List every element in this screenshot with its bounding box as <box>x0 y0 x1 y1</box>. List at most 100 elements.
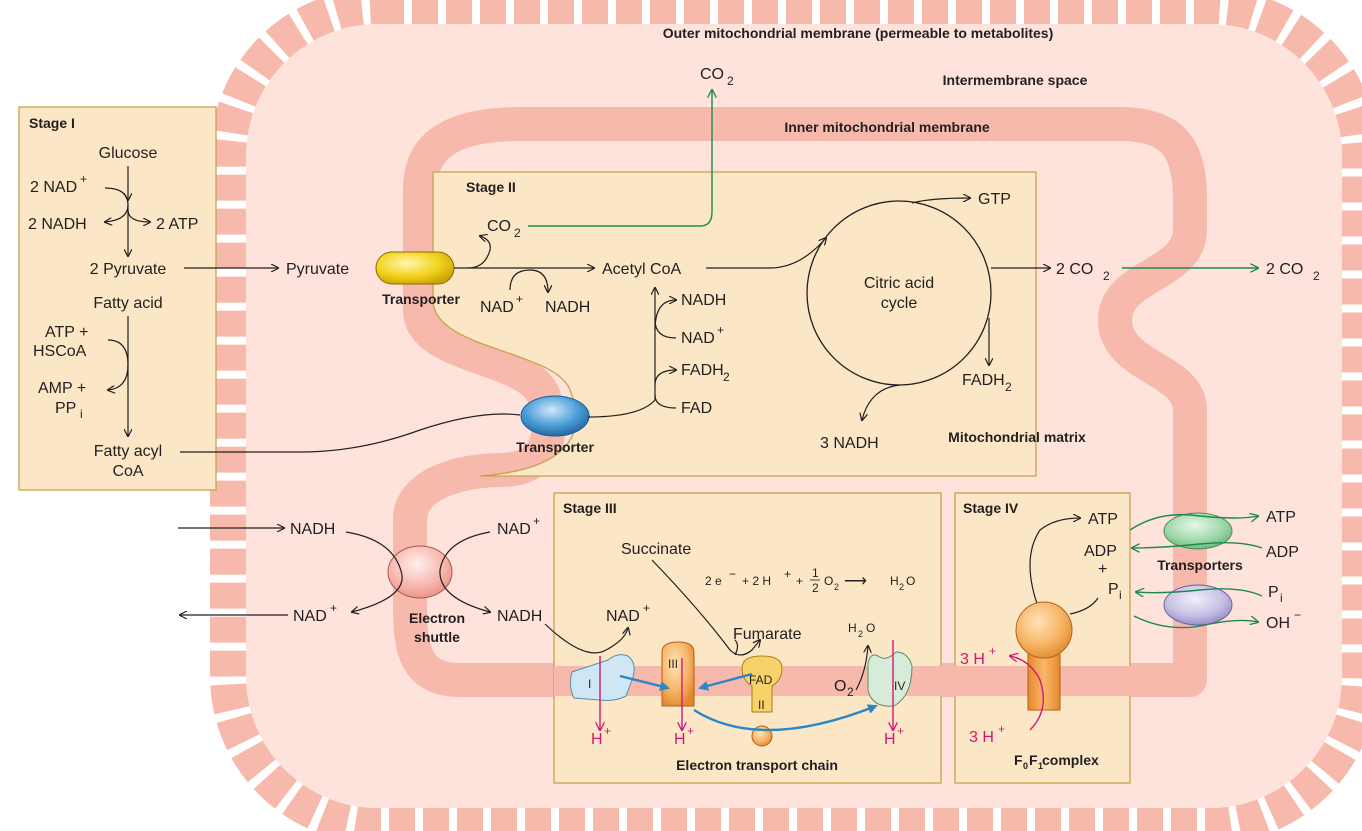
glucose: Glucose <box>99 145 158 162</box>
svg-text:2: 2 <box>1313 269 1320 283</box>
nadh: 2 NADH <box>28 216 87 233</box>
svg-text:2: 2 <box>847 685 854 699</box>
phosphate-transporter <box>1163 584 1233 626</box>
svg-text:+: + <box>330 601 337 615</box>
pyruvate-label: Pyruvate <box>286 261 349 278</box>
svg-text:+ 2 H: + 2 H <box>742 574 771 588</box>
acetyl-coa: Acetyl CoA <box>602 261 681 278</box>
svg-text:H: H <box>884 731 896 748</box>
svg-text:2: 2 <box>812 581 819 595</box>
two-pyruvate: 2 Pyruvate <box>90 261 167 278</box>
svg-text:1: 1 <box>812 566 819 580</box>
hscoa: HSCoA <box>33 343 87 360</box>
svg-text:H: H <box>674 731 686 748</box>
shuttle-label-1: Electron <box>409 610 465 626</box>
svg-text:+: + <box>533 514 540 528</box>
svg-text:i: i <box>80 407 83 421</box>
shuttle-label-2: shuttle <box>414 629 460 645</box>
svg-text:i: i <box>1119 588 1122 602</box>
f0f1-label: F 0 F 1 complex <box>1014 752 1099 771</box>
stage4-atp: ATP <box>1088 511 1118 528</box>
etc-label: Electron transport chain <box>676 757 838 773</box>
svg-text:complex: complex <box>1042 752 1099 768</box>
three-h-bottom: 3 H <box>969 729 994 746</box>
svg-text:+: + <box>604 724 611 738</box>
stage4-adp: ADP <box>1084 543 1117 560</box>
shuttle-protein <box>387 545 453 599</box>
shuttle-nadh-right: NADH <box>497 608 542 625</box>
atp-out: ATP <box>1266 509 1296 526</box>
shuttle-nad-out: NAD <box>293 608 327 625</box>
svg-text:2 e: 2 e <box>705 574 722 588</box>
fumarate: Fumarate <box>733 626 802 643</box>
nad-plus: 2 NAD <box>30 179 77 196</box>
shuttle-nadh-in: NADH <box>290 521 335 538</box>
stage1: Stage I Glucose 2 NAD + 2 NADH 2 ATP 2 P… <box>28 115 198 480</box>
atp-adp-transporter <box>1163 512 1233 550</box>
co2-top: CO 2 <box>700 66 734 88</box>
gtp: GTP <box>978 191 1011 208</box>
svg-text:0: 0 <box>1023 761 1028 771</box>
stage4: Stage IV ATP ADP + P i 3 H + 3 H + F 0 F… <box>960 500 1301 771</box>
stage3-box <box>553 492 942 784</box>
fatty-acid: Fatty acid <box>93 295 162 312</box>
transporter-top-label: Transporter <box>382 291 460 307</box>
succinate: Succinate <box>621 541 691 558</box>
svg-text:F: F <box>1014 752 1023 768</box>
svg-text:H: H <box>848 621 857 635</box>
stage2-co2: CO <box>487 218 511 235</box>
svg-text:−: − <box>1294 608 1301 622</box>
fatty-acyl: Fatty acyl <box>94 443 162 460</box>
stage2: Stage II CO 2 NAD + NADH Acetyl CoA NADH… <box>454 179 1320 452</box>
fatty-acyl-arrow <box>180 413 521 453</box>
svg-text:2: 2 <box>514 226 521 240</box>
citric-label-2: cycle <box>881 295 918 312</box>
stage2-nadh2: NADH <box>681 292 726 309</box>
svg-text:+: + <box>80 172 87 186</box>
svg-text:2: 2 <box>1103 269 1110 283</box>
stage3-title: Stage III <box>563 500 617 516</box>
svg-text:2: 2 <box>727 74 734 88</box>
svg-text:O: O <box>906 574 915 588</box>
svg-text:+: + <box>717 323 724 337</box>
svg-text:2: 2 <box>1005 380 1012 394</box>
stage1-title: Stage I <box>29 115 75 131</box>
stage3-nad: NAD <box>606 608 640 625</box>
amp-plus: AMP + <box>38 380 86 397</box>
transporter-bottom-label: Transporter <box>516 439 594 455</box>
shuttle-nad-right: NAD <box>497 521 531 538</box>
pyruvate-transporter <box>375 251 455 285</box>
citric-label-1: Citric acid <box>864 275 934 292</box>
svg-text:2: 2 <box>899 582 904 592</box>
svg-text:+: + <box>998 722 1005 736</box>
oh-out: OH <box>1266 615 1290 632</box>
three-h-top: 3 H <box>960 651 985 668</box>
svg-text:O: O <box>824 574 833 588</box>
stage2-fadh2: FADH <box>681 362 724 379</box>
svg-text:I: I <box>588 677 591 691</box>
stage2-box <box>432 171 1037 477</box>
svg-text:+: + <box>796 574 803 588</box>
svg-text:+: + <box>516 292 523 306</box>
two-co2-out: 2 CO <box>1266 261 1303 278</box>
svg-text:O: O <box>866 621 875 635</box>
pi-out: P <box>1268 584 1279 601</box>
svg-text:⟶: ⟶ <box>844 573 867 590</box>
stage2-nad2: NAD <box>681 330 715 347</box>
svg-text:FAD: FAD <box>749 673 773 687</box>
adp-out: ADP <box>1266 544 1299 561</box>
svg-text:CO: CO <box>700 66 724 83</box>
svg-text:i: i <box>1280 591 1283 605</box>
intermembrane-label: Intermembrane space <box>943 72 1088 88</box>
svg-text:1: 1 <box>1038 761 1043 771</box>
atp: 2 ATP <box>156 216 198 233</box>
svg-text:III: III <box>668 657 678 671</box>
complex-i <box>569 654 635 701</box>
svg-text:II: II <box>758 698 765 712</box>
complex-iii <box>661 641 695 707</box>
fatty-acyl-transporter <box>520 395 590 437</box>
svg-text:+: + <box>989 644 996 658</box>
three-nadh: 3 NADH <box>820 435 879 452</box>
svg-text:+: + <box>897 724 904 738</box>
